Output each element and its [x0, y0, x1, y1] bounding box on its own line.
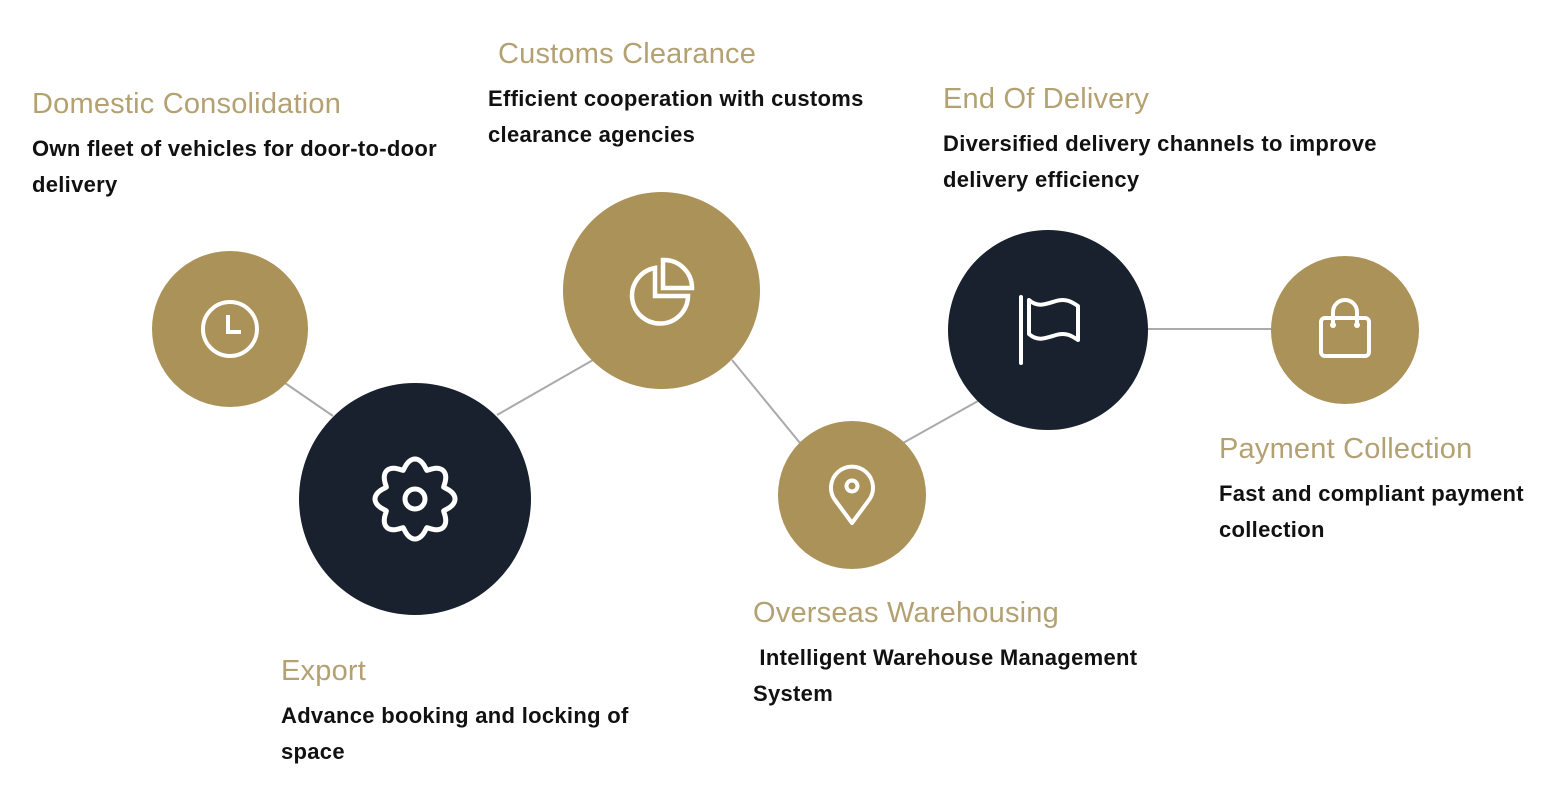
- step-title: Payment Collection: [1219, 433, 1473, 465]
- connector-3-4: [731, 359, 801, 444]
- pie-chart-icon: [629, 257, 694, 326]
- step-description: Intelligent Warehouse Management System: [753, 645, 1144, 706]
- step-label-overseas-warehousing: Overseas Warehousing Intelligent Warehou…: [753, 596, 1173, 712]
- connector-4-5: [902, 400, 979, 444]
- shopping-bag-icon: [1319, 298, 1371, 358]
- step-label-domestic-consolidation: Domestic Consolidation Own fleet of vehi…: [32, 87, 472, 203]
- step-node-customs-clearance: [563, 192, 760, 389]
- map-pin-icon: [829, 464, 875, 525]
- gear-icon: [372, 456, 458, 542]
- flag-icon: [1019, 295, 1080, 365]
- step-node-export: [299, 383, 531, 615]
- step-node-payment-collection: [1271, 256, 1419, 404]
- step-title: Customs Clearance: [498, 38, 757, 70]
- step-description: Diversified delivery channels to improve…: [943, 131, 1377, 192]
- step-label-end-of-delivery: End Of Delivery Diversified delivery cha…: [943, 82, 1403, 198]
- step-description: Advance booking and locking of space: [281, 703, 629, 764]
- connector-1-2: [284, 382, 334, 417]
- step-label-export: Export Advance booking and locking of sp…: [281, 654, 661, 770]
- step-description: Fast and compliant payment collection: [1219, 481, 1524, 542]
- connector-2-3: [496, 359, 594, 416]
- step-description: Efficient cooperation with customs clear…: [488, 86, 864, 147]
- step-title: Domestic Consolidation: [32, 88, 342, 120]
- step-label-customs-clearance: Customs Clearance Efficient cooperation …: [488, 37, 888, 153]
- step-node-overseas-warehousing: [778, 421, 926, 569]
- step-node-end-of-delivery: [948, 230, 1148, 430]
- step-node-domestic-consolidation: [152, 251, 308, 407]
- step-label-payment-collection: Payment Collection Fast and compliant pa…: [1219, 432, 1559, 548]
- step-title: End Of Delivery: [943, 83, 1150, 115]
- step-description: Own fleet of vehicles for door-to-door d…: [32, 136, 437, 197]
- step-title: Overseas Warehousing: [753, 597, 1059, 629]
- clock-icon: [201, 300, 259, 358]
- step-title: Export: [281, 655, 367, 687]
